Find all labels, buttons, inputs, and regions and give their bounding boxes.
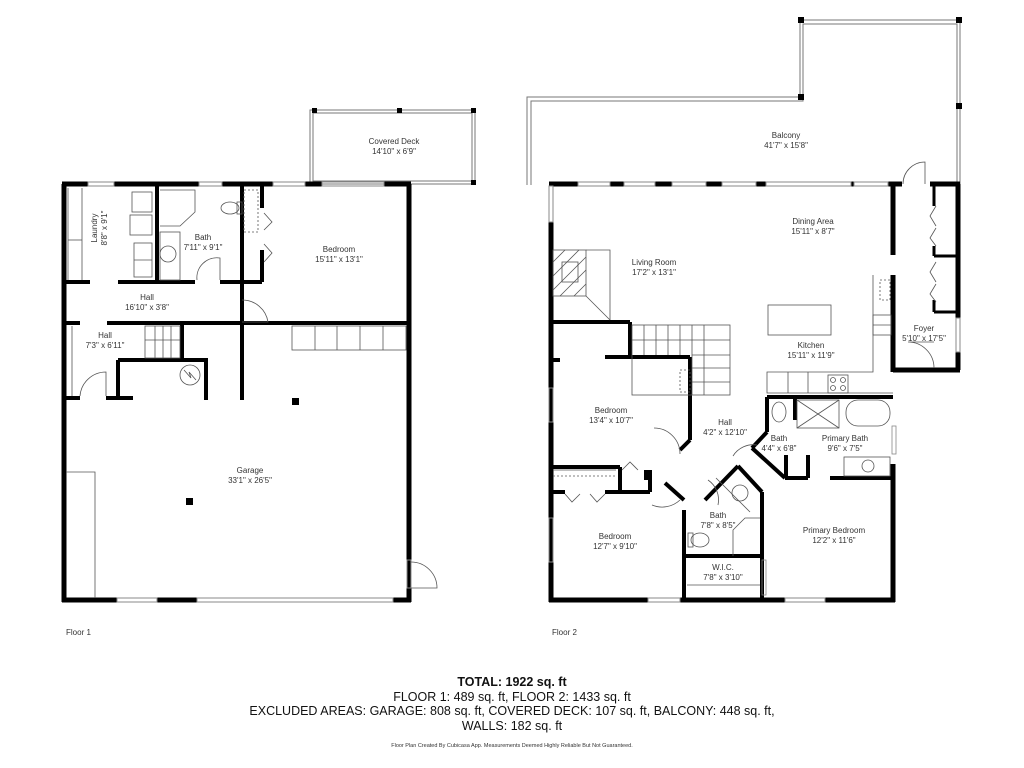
room-name: Bedroom bbox=[322, 245, 356, 254]
room-dimensions: 13'4" x 10'7" bbox=[589, 416, 633, 425]
room-dimensions: 16'10" x 3'8" bbox=[125, 303, 169, 312]
room-name: Kitchen bbox=[797, 341, 825, 350]
room-label-hall-2: Hall 4'2" x 12'10" bbox=[703, 418, 747, 438]
floor-areas: FLOOR 1: 489 sq. ft, FLOOR 2: 1433 sq. f… bbox=[393, 689, 631, 704]
room-dimensions: 5'10" x 17'5" bbox=[902, 334, 946, 343]
room-label-dining-area: Dining Area 15'11" x 8'7" bbox=[791, 217, 834, 237]
room-dimensions: 14'10" x 6'9" bbox=[372, 147, 416, 156]
room-label-bath-hall: Bath 7'8" x 8'5" bbox=[701, 511, 736, 531]
room-name: Garage bbox=[236, 466, 264, 475]
room-name: Bedroom bbox=[594, 406, 628, 415]
room-label-covered-deck: Covered Deck 14'10" x 6'9" bbox=[369, 137, 420, 157]
room-name: Bath bbox=[709, 511, 727, 520]
room-dimensions: 15'11" x 13'1" bbox=[315, 255, 363, 264]
room-name: Bath bbox=[194, 233, 212, 242]
room-name: Bath bbox=[770, 434, 788, 443]
room-label-foyer: Foyer 5'10" x 17'5" bbox=[902, 324, 946, 344]
room-label-bath: Bath 7'11" x 9'1" bbox=[184, 233, 223, 253]
room-name: Laundry bbox=[90, 213, 99, 243]
walls-area: WALLS: 182 sq. ft bbox=[461, 718, 563, 733]
room-dimensions: 7'8" x 8'5" bbox=[700, 521, 736, 530]
excluded-areas: EXCLUDED AREAS: GARAGE: 808 sq. ft, COVE… bbox=[249, 704, 775, 718]
room-dimensions: 12'2" x 11'6" bbox=[812, 536, 856, 545]
room-name: Primary Bedroom bbox=[802, 526, 866, 535]
room-name: Hall bbox=[718, 418, 732, 427]
floor-2-label: Floor 2 bbox=[552, 628, 577, 637]
room-name: Bedroom bbox=[598, 532, 632, 541]
area-summary: TOTAL: 1922 sq. ft FLOOR 1: 489 sq. ft, … bbox=[0, 675, 1024, 733]
room-label-bath-small: Bath 4'4" x 6'8" bbox=[762, 434, 797, 454]
room-name: Hall bbox=[140, 293, 154, 302]
room-label-hall-small: Hall 7'3" x 6'11" bbox=[86, 331, 125, 351]
room-name: Covered Deck bbox=[368, 137, 420, 146]
room-name: Dining Area bbox=[792, 217, 834, 226]
floor-2-plan bbox=[526, 17, 962, 603]
room-name: Hall bbox=[98, 331, 112, 340]
room-name: W.I.C. bbox=[712, 563, 734, 572]
room-name: Living Room bbox=[631, 258, 677, 267]
room-label-hall: Hall 16'10" x 3'8" bbox=[125, 293, 169, 313]
room-label-bedroom: Bedroom 15'11" x 13'1" bbox=[315, 245, 363, 265]
room-dimensions: 15'11" x 11'9" bbox=[787, 351, 835, 360]
room-dimensions: 9'6" x 7'5" bbox=[827, 444, 863, 453]
room-name: Foyer bbox=[913, 324, 935, 333]
room-dimensions: 7'3" x 6'11" bbox=[85, 341, 125, 350]
room-dimensions: 33'1" x 26'5" bbox=[228, 476, 272, 485]
room-label-kitchen: Kitchen 15'11" x 11'9" bbox=[787, 341, 834, 361]
room-label-wic: W.I.C. 7'8" x 3'10" bbox=[703, 563, 742, 583]
floor-1-plan bbox=[61, 108, 476, 603]
room-label-laundry: Laundry 8'8" x 9'1" bbox=[90, 208, 110, 248]
room-label-bedroom-3: Bedroom 12'7" x 9'10" bbox=[593, 532, 637, 552]
room-label-living-room: Living Room 17'2" x 13'1" bbox=[632, 258, 676, 278]
room-dimensions: 17'2" x 13'1" bbox=[632, 268, 676, 277]
room-label-garage: Garage 33'1" x 26'5" bbox=[228, 466, 272, 486]
room-label-balcony: Balcony 41'7" x 15'8" bbox=[764, 131, 808, 151]
room-dimensions: 12'7" x 9'10" bbox=[593, 542, 637, 551]
room-label-bedroom-2: Bedroom 13'4" x 10'7" bbox=[589, 406, 633, 426]
room-label-primary-bedroom: Primary Bedroom 12'2" x 11'6" bbox=[803, 526, 865, 546]
room-name: Balcony bbox=[771, 131, 801, 140]
room-dimensions: 4'4" x 6'8" bbox=[761, 444, 797, 453]
floor-1-label: Floor 1 bbox=[66, 628, 91, 637]
room-dimensions: 4'2" x 12'10" bbox=[703, 428, 747, 437]
room-dimensions: 7'8" x 3'10" bbox=[703, 573, 743, 582]
room-dimensions: 8'8" x 9'1" bbox=[100, 210, 109, 246]
total-area: TOTAL: 1922 sq. ft bbox=[457, 675, 567, 689]
room-label-primary-bath: Primary Bath 9'6" x 7'5" bbox=[822, 434, 868, 454]
room-name: Primary Bath bbox=[821, 434, 869, 443]
disclaimer: Floor Plan Created By Cubicasa App. Meas… bbox=[391, 743, 633, 749]
room-dimensions: 15'11" x 8'7" bbox=[791, 227, 835, 236]
room-dimensions: 7'11" x 9'1" bbox=[183, 243, 223, 252]
room-dimensions: 41'7" x 15'8" bbox=[764, 141, 808, 150]
